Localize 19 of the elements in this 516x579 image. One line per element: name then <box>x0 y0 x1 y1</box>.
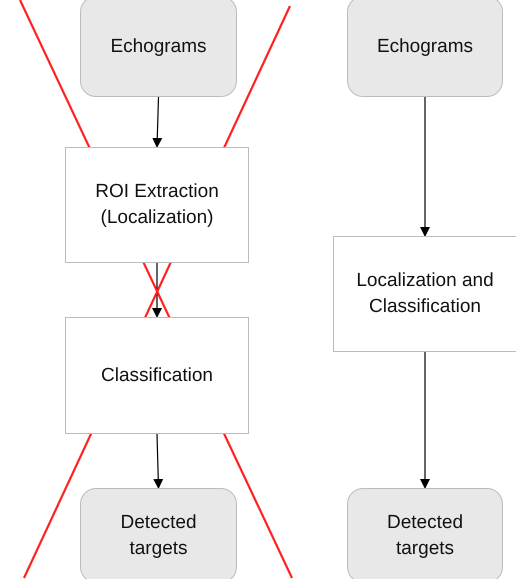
arrow <box>152 96 162 148</box>
node-label: Localization and Classification <box>355 269 495 319</box>
terminal-box <box>347 0 503 97</box>
process-box <box>65 317 249 434</box>
node-label: ROI Extraction (Localization) <box>94 180 220 230</box>
node-label: Echograms <box>109 34 208 59</box>
node-label: Classification <box>100 364 214 388</box>
arrow <box>152 263 162 318</box>
arrow <box>420 97 430 237</box>
terminal-box <box>347 488 503 579</box>
process-box <box>333 236 516 352</box>
process-box <box>65 147 249 263</box>
terminal-box <box>80 488 237 579</box>
node-label: Detected targets <box>119 510 198 560</box>
terminal-box <box>80 0 237 97</box>
node-label: Detected targets <box>386 510 464 560</box>
arrow <box>420 352 430 489</box>
arrow <box>153 434 164 489</box>
node-label: Echograms <box>376 34 474 59</box>
